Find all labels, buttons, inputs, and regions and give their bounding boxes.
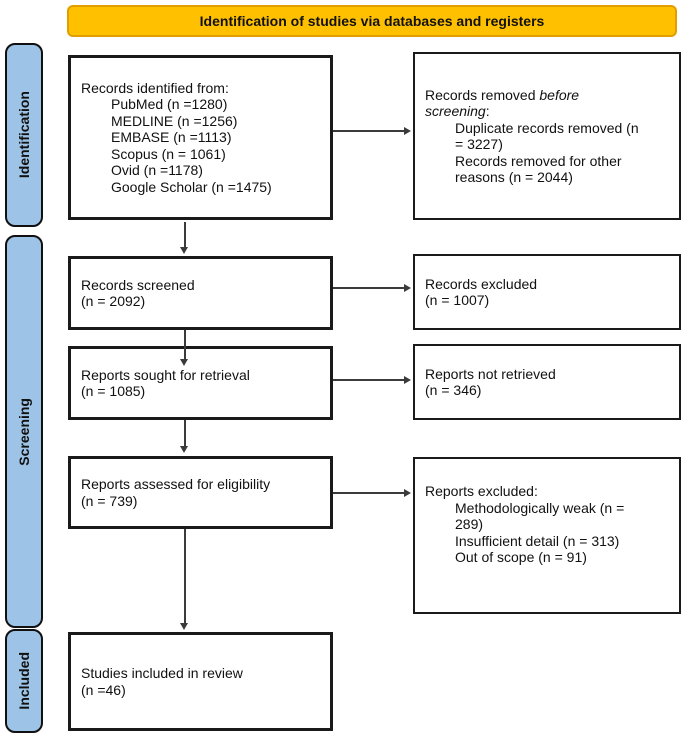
arrow-identified-to-screened <box>184 222 186 248</box>
box-line1: Reports assessed for eligibility <box>81 476 271 492</box>
box-records-identified: Records identified from: PubMed (n =1280… <box>68 55 333 220</box>
arrow-sought-to-not-retrieved <box>333 379 405 381</box>
box-line2: (n = 346) <box>425 382 482 398</box>
box-records-screened: Records screened (n = 2092) <box>68 256 333 330</box>
list-item: Insufficient detail (n = 313) <box>455 532 620 549</box>
box-studies-included: Studies included in review (n =46) <box>68 632 333 731</box>
title-prefix: Records removed <box>425 86 540 103</box>
arrowhead-down-icon <box>180 446 188 453</box>
box-reports-excluded: Reports excluded: Methodologically weak … <box>413 457 681 614</box>
box-line1: Reports not retrieved <box>425 365 556 382</box>
box-line2: (n = 1007) <box>425 292 490 308</box>
list-item: MEDLINE (n =1256) <box>111 112 238 129</box>
list-item: Duplicate records removed (n = 3227) <box>455 119 639 153</box>
title-emphasis: before screening <box>425 86 580 120</box>
box-records-removed: Records removed before screening: Duplic… <box>413 52 681 220</box>
stage-label-identification: Identification <box>16 91 32 179</box>
removed-reasons-list: Duplicate records removed (n = 3227)Reco… <box>425 120 643 186</box>
arrowhead-down-icon <box>180 247 188 254</box>
box-line1: Records screened <box>81 276 195 293</box>
box-line2: (n = 1085) <box>81 383 146 399</box>
list-item: PubMed (n =1280) <box>111 96 228 113</box>
box-title: Records identified from: <box>81 79 229 96</box>
banner-identification-of-studies: Identification of studies via databases … <box>67 5 677 37</box>
arrowhead-right-icon <box>404 284 411 292</box>
arrow-screened-to-excluded <box>333 287 405 289</box>
exclusion-reasons-list: Methodologically weak (n = 289)Insuffici… <box>425 500 643 566</box>
stage-label-screening: Screening <box>16 397 32 466</box>
box-reports-not-retrieved: Reports not retrieved (n = 346) <box>413 344 681 420</box>
list-item: Ovid (n =1178) <box>111 162 203 179</box>
stage-label-included: Included <box>16 652 32 710</box>
banner-label: Identification of studies via databases … <box>199 13 545 29</box>
box-reports-sought: Reports sought for retrieval (n = 1085) <box>68 346 333 420</box>
arrowhead-right-icon <box>404 127 411 135</box>
list-item: EMBASE (n =1113) <box>111 129 232 146</box>
list-item: Scopus (n = 1061) <box>111 145 226 162</box>
arrowhead-right-icon <box>404 489 411 497</box>
box-reports-assessed: Reports assessed for eligibility (n = 73… <box>68 456 333 529</box>
box-line2: (n =46) <box>81 681 126 698</box>
stage-ribbon-screening: Screening <box>5 235 43 628</box>
box-line1: Reports sought for retrieval <box>81 366 250 383</box>
arrow-sought-to-assessed <box>184 420 186 447</box>
title-suffix: : <box>485 103 490 119</box>
arrow-assessed-to-included <box>184 529 186 624</box>
database-list: PubMed (n =1280)MEDLINE (n =1256)EMBASE … <box>81 96 316 195</box>
box-title: Records removed before screening: <box>425 87 643 120</box>
box-line2: (n = 2092) <box>81 293 146 309</box>
list-item: Methodologically weak (n = 289) <box>455 499 625 533</box>
arrowhead-right-icon <box>404 376 411 384</box>
box-line1: Studies included in review <box>81 665 243 681</box>
box-line1: Records excluded <box>425 275 538 292</box>
arrowhead-down-icon <box>180 359 188 366</box>
arrow-identified-to-removed <box>333 130 405 132</box>
arrow-assessed-to-reports-excluded <box>333 492 405 494</box>
stage-ribbon-included: Included <box>5 629 43 733</box>
list-item: Out of scope (n = 91) <box>455 549 587 565</box>
arrow-screened-to-sought <box>184 330 186 360</box>
stage-ribbon-identification: Identification <box>5 43 43 227</box>
box-title: Reports excluded: <box>425 483 538 499</box>
list-item: Records removed for other reasons (n = 2… <box>455 152 622 186</box>
box-line2: (n = 739) <box>81 492 138 509</box>
arrowhead-down-icon <box>180 623 188 630</box>
box-records-excluded: Records excluded (n = 1007) <box>413 254 681 330</box>
list-item: Google Scholar (n =1475) <box>111 178 272 195</box>
